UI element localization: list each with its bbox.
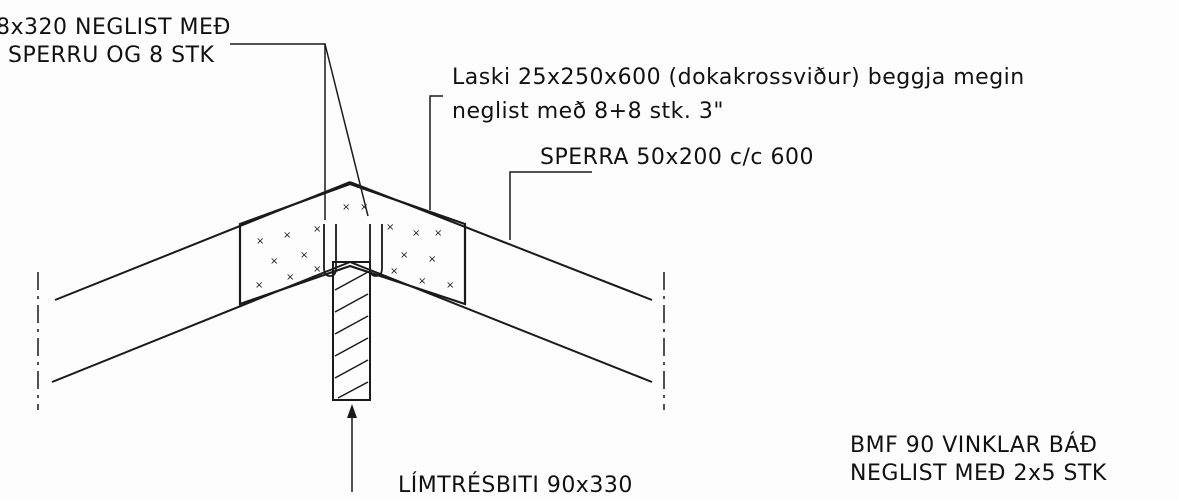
angle-bracket-left [323,224,337,277]
nail-marks: × × × × × × × × × × × × × × × × × × [255,202,454,291]
svg-text:×: × [412,228,420,239]
nail-spec-line2: SPERRU OG 8 STK [8,43,215,68]
svg-text:×: × [390,266,398,277]
svg-text:×: × [313,264,321,275]
svg-text:×: × [256,236,264,247]
svg-text:×: × [270,256,278,267]
angle-bracket-right [369,224,383,277]
svg-text:×: × [255,280,263,291]
nail-spec-line1: 8x320 NEGLIST MEÐ [0,15,231,40]
svg-text:×: × [286,272,294,283]
svg-text:×: × [434,228,442,239]
laski-spec-line2: neglist með 8+8 stk. 3" [452,99,725,124]
glulam-beam [332,261,371,401]
svg-text:×: × [400,250,408,261]
beam-label: LÍMTRÉSBITI 90x330 [398,473,633,498]
svg-text:×: × [313,224,321,235]
leader-nail-diag [324,43,369,217]
svg-text:×: × [300,250,308,261]
svg-text:×: × [283,230,291,241]
leader-sperra [509,171,592,240]
svg-text:×: × [428,254,436,265]
beam-arrow-head [347,404,357,418]
svg-text:×: × [360,202,368,213]
svg-text:×: × [386,222,394,233]
svg-text:×: × [446,280,454,291]
gusset-plate [238,182,467,306]
svg-text:×: × [342,202,350,213]
svg-text:×: × [418,276,426,287]
leader-laski [429,95,443,210]
laski-spec-line1: Laski 25x250x600 (dokakrossviður) beggja… [452,65,1025,90]
sperra-label: SPERRA 50x200 c/c 600 [540,145,814,170]
leader-nail [230,43,326,220]
bmf-spec-line1: BMF 90 VINKLAR BÁÐ [850,433,1098,458]
beam-hatching [334,271,369,399]
bmf-spec-line2: NEGLIST MEÐ 2x5 STK [850,461,1107,486]
